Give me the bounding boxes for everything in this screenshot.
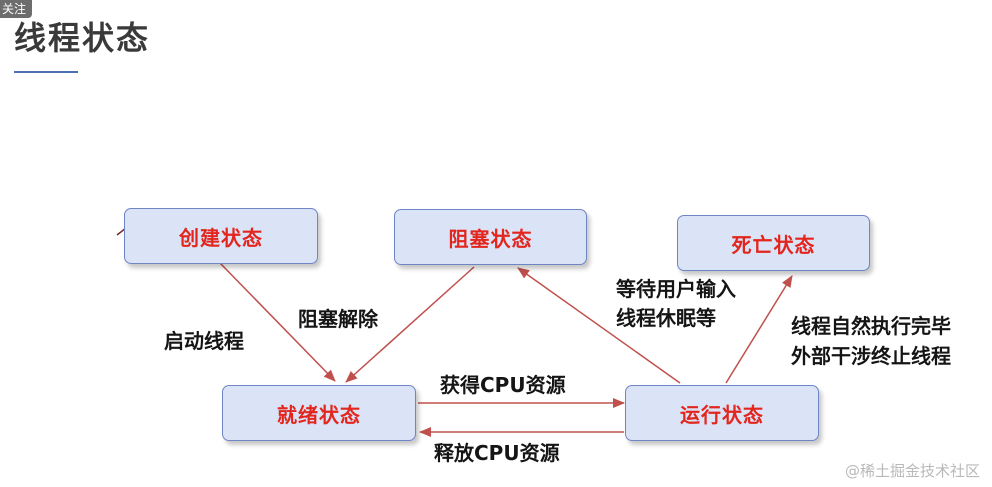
label-wait-input-line1: 等待用户输入 — [616, 277, 736, 301]
state-create: 创建状态 — [124, 208, 318, 264]
arrow-create-to-ready — [219, 262, 336, 382]
arrow-blocked-to-ready — [345, 266, 475, 383]
label-wait-input-line2: 线程休眠等 — [616, 306, 716, 330]
label-release-cpu: 释放CPU资源 — [434, 441, 560, 465]
state-ready: 就绪状态 — [222, 385, 416, 441]
label-unblock: 阻塞解除 — [298, 307, 378, 331]
state-blocked: 阻塞状态 — [394, 209, 587, 265]
label-terminate-line1: 线程自然执行完毕 — [791, 314, 951, 338]
label-get-cpu: 获得CPU资源 — [440, 373, 566, 397]
page-title: 线程状态 — [14, 19, 151, 57]
label-terminate-line2: 外部干涉终止线程 — [791, 344, 951, 368]
follow-tag[interactable]: 关注 — [0, 0, 32, 18]
watermark: @稀土掘金技术社区 — [844, 462, 980, 480]
state-running: 运行状态 — [625, 385, 819, 441]
arrow-running-to-blocked — [517, 267, 681, 384]
state-dead: 死亡状态 — [677, 215, 870, 271]
title-underline — [14, 71, 78, 73]
label-start-thread: 启动线程 — [164, 329, 244, 353]
arrow-running-to-dead — [725, 275, 793, 384]
